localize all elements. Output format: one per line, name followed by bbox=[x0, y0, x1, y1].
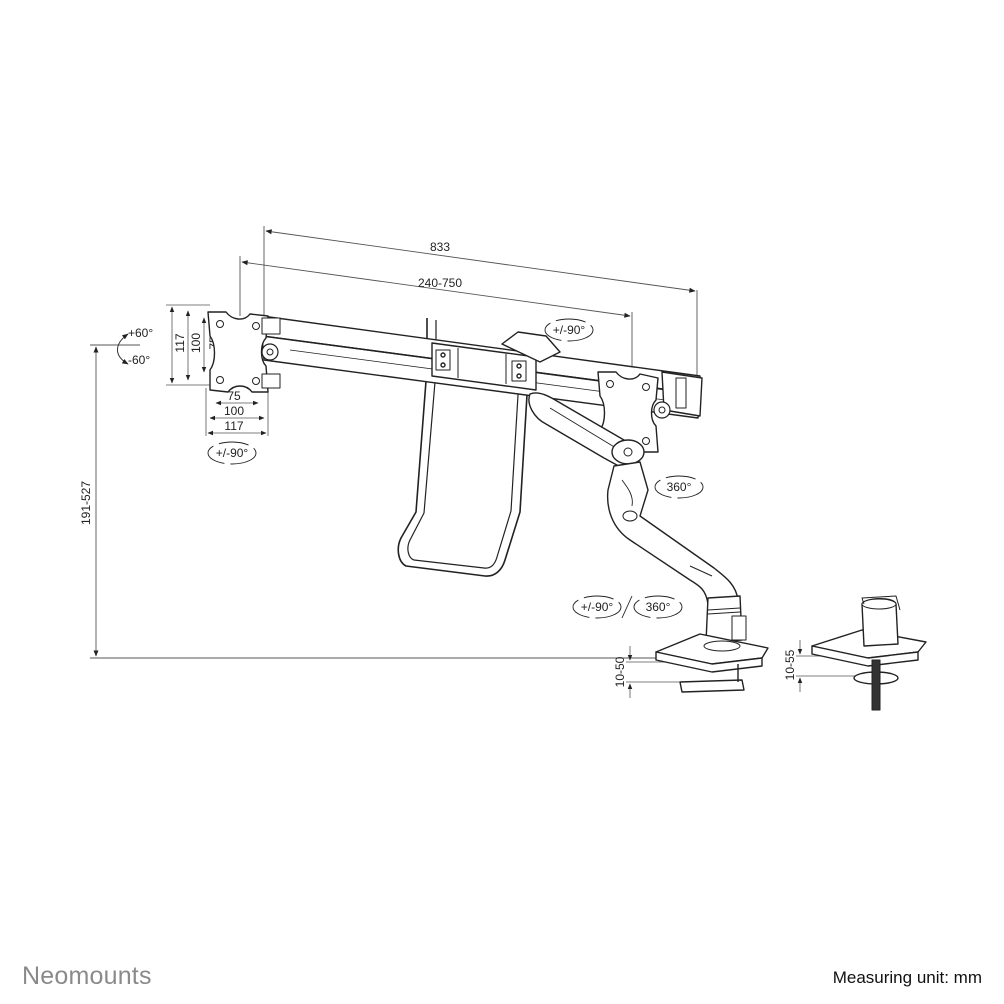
label-tilt-up: +60° bbox=[128, 326, 153, 340]
label-overall-width: 833 bbox=[430, 240, 450, 254]
label-grommet-range: 10-55 bbox=[783, 649, 797, 680]
dimension-vesa-horizontal bbox=[205, 388, 269, 436]
handle-loop-inner bbox=[407, 320, 521, 569]
label-rotate-base: +/-90° bbox=[581, 600, 614, 614]
label-rotate-left-display: +/-90° bbox=[216, 446, 249, 460]
swivel-icon-arm bbox=[654, 475, 704, 499]
label-vesa-v-117: 117 bbox=[173, 333, 187, 352]
label-vesa-h-75: 75 bbox=[227, 389, 241, 403]
dimension-width-range bbox=[239, 256, 633, 372]
rotate-icon-base bbox=[572, 595, 622, 619]
label-swivel-arm: 360° bbox=[667, 480, 692, 494]
label-height-range: 191-527 bbox=[79, 481, 93, 525]
dimension-vesa-vertical bbox=[166, 304, 210, 386]
rotate-icon-left-display bbox=[207, 441, 257, 465]
lower-arm bbox=[606, 461, 739, 605]
measuring-unit-label: Measuring unit: mm bbox=[832, 968, 982, 987]
label-vesa-h-117: 117 bbox=[224, 419, 243, 433]
label-vesa-h-100: 100 bbox=[224, 404, 244, 418]
slash-divider bbox=[621, 595, 633, 619]
rotate-icon-top bbox=[544, 318, 594, 342]
label-vesa-v-100: 100 bbox=[189, 333, 203, 353]
brand-logo: Neomounts bbox=[22, 962, 152, 990]
swivel-icon-base bbox=[633, 595, 683, 619]
clamp-lower-jaw bbox=[679, 679, 745, 693]
label-width-range: 240-750 bbox=[418, 276, 462, 290]
label-tilt-down: -60° bbox=[128, 353, 150, 367]
handle-loop bbox=[397, 318, 529, 577]
vesa-plate-right bbox=[597, 371, 659, 453]
label-swivel-base: 360° bbox=[646, 600, 671, 614]
grommet-base-front bbox=[811, 645, 919, 667]
dimension-height-range bbox=[90, 344, 660, 659]
grommet-bolt bbox=[871, 659, 881, 711]
clamp-base-front bbox=[655, 651, 763, 673]
bar-top-cap bbox=[501, 331, 561, 363]
vesa-plate-left bbox=[207, 311, 269, 393]
tilt-arrow-icon bbox=[117, 333, 129, 365]
label-clamp-range: 10-50 bbox=[613, 656, 627, 687]
label-rotate-top: +/-90° bbox=[553, 323, 586, 337]
